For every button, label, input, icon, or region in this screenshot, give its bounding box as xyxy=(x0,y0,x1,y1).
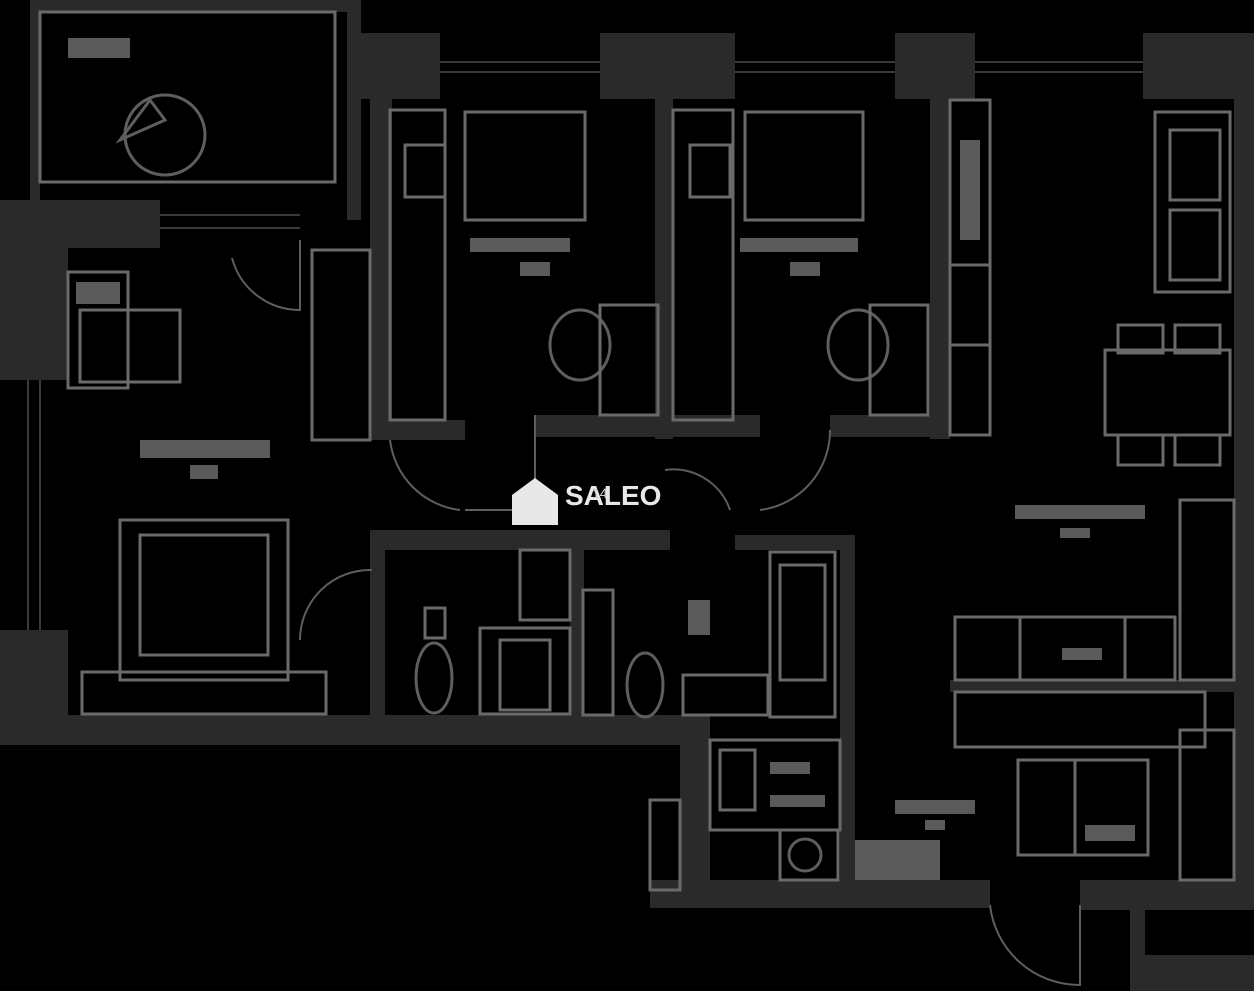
storage xyxy=(948,98,992,437)
wardrobe-hall xyxy=(708,738,842,832)
bedroom-1 xyxy=(388,108,660,511)
kitchen xyxy=(855,110,1236,987)
balcony-label xyxy=(68,38,130,58)
bed xyxy=(118,518,290,682)
desk-1 xyxy=(463,110,587,222)
entrance-door xyxy=(989,904,1081,987)
balcony-chair xyxy=(115,97,168,144)
watermark-subtext: 14 xyxy=(592,485,608,501)
balcony-table xyxy=(123,93,207,177)
kitchen-label xyxy=(1015,505,1145,519)
bedroom-1-door xyxy=(389,439,461,511)
bedroom-2 xyxy=(671,108,930,511)
bathroom-2 xyxy=(581,550,842,892)
watermark-text: SALEO xyxy=(565,480,661,511)
toilet-2 xyxy=(625,651,665,719)
balcony-door xyxy=(231,240,301,312)
washing-machine xyxy=(478,626,572,716)
bed-base xyxy=(80,670,328,716)
bathroom-1 xyxy=(414,548,572,716)
toilet-1 xyxy=(414,641,454,715)
wardrobe xyxy=(310,248,372,442)
bathtub xyxy=(768,550,837,719)
bedroom-2-door xyxy=(759,429,832,511)
living-room-label xyxy=(140,440,270,458)
house-icon xyxy=(512,478,558,525)
balcony xyxy=(38,10,337,184)
desk-2 xyxy=(743,110,865,222)
hall-label xyxy=(895,800,975,814)
watermark: SALEO 14 xyxy=(512,478,661,525)
dining-table xyxy=(1103,348,1232,437)
shoe-rack xyxy=(855,840,940,880)
windows xyxy=(27,61,1143,630)
living-room-door xyxy=(299,568,373,641)
fridge-cabinet xyxy=(1153,110,1232,294)
living-room xyxy=(66,240,373,716)
armchair xyxy=(66,270,130,390)
